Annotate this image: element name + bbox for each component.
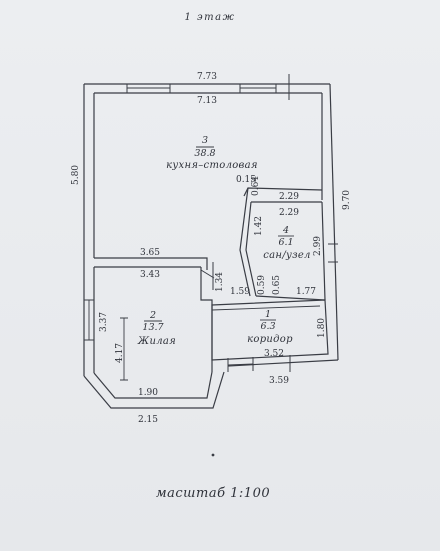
dim-corridor-outer: 3.59: [269, 376, 289, 386]
dim-small-065: 0.65: [272, 275, 282, 295]
dim-wc-right: 2.99: [313, 236, 323, 256]
dim-living-bottom-inner: 1.90: [138, 388, 158, 398]
bathroom-right-wall: [321, 201, 326, 301]
dim-living-left-outer: 3.37: [99, 312, 109, 332]
corridor-outline: [211, 299, 329, 361]
dim-small-059: 0.59: [257, 275, 267, 295]
dim-partition-134: 1.34: [215, 272, 225, 292]
door-pane: [227, 363, 254, 366]
room-1-number: 1: [265, 309, 271, 320]
room-2-area: 13.7: [142, 322, 164, 333]
corridor-inner-top: [211, 305, 321, 311]
dim-corridor-height: 1.80: [317, 318, 327, 338]
living-outer-bay: [83, 371, 225, 409]
dim-living-left-inner: 4.17: [115, 343, 125, 363]
dim-wc-top-inner: 2.29: [279, 208, 299, 218]
living-inner-bay: [93, 371, 213, 399]
room-1-name: коридор: [247, 334, 293, 345]
dim-left-height: 5.80: [71, 165, 81, 185]
right-outer-wall: [329, 83, 339, 361]
bathroom-walls: [239, 187, 338, 301]
room-4-name: сан/узел: [263, 250, 310, 261]
room-2-name: Жилая: [137, 336, 176, 347]
dim-inner-top: 7.13: [197, 96, 217, 106]
corridor-walls: [211, 299, 329, 372]
bathroom-left-inner: [245, 201, 257, 297]
room-4-area: 6.1: [278, 237, 293, 248]
dim-wc-left: 1.42: [254, 216, 264, 236]
room-4-number: 4: [282, 225, 289, 236]
dim-partition-159: 1.59: [230, 287, 250, 297]
dim-small-064: 0.64: [251, 176, 261, 196]
room-3-number: 3: [202, 135, 208, 146]
door-mark: [200, 269, 215, 279]
outer-walls: [83, 83, 339, 409]
dim-outer-top: 7.73: [197, 72, 217, 82]
dim-small-015: 0.15: [236, 175, 256, 185]
bathroom-bottom-wall: [255, 295, 326, 301]
room-3-area: 38.8: [194, 148, 215, 159]
dim-right-height: 9.70: [342, 190, 352, 210]
ink-dot: [211, 453, 215, 457]
room-1-area: 6.3: [260, 321, 275, 332]
living-right-wall: [200, 267, 213, 372]
dim-corridor-width: 3.52: [264, 349, 284, 359]
dim-living-bottom-outer: 2.15: [138, 415, 158, 425]
corridor-bottom-outer: [227, 359, 339, 367]
room-3-name: кухня–столовая: [166, 160, 258, 171]
bathroom-left-wall: [239, 187, 251, 297]
floor-title: 1 этаж: [185, 12, 236, 23]
dim-kitchen-bottom: 3.65: [140, 248, 160, 258]
bathroom-top-wall: [243, 187, 323, 197]
scale-caption: масштаб 1:100: [156, 486, 270, 501]
dim-wc-bottom: 1.77: [296, 287, 316, 297]
dim-living-top: 3.43: [140, 270, 160, 280]
kitchen-bottom-wall: [94, 257, 208, 270]
room-2-number: 2: [149, 310, 156, 321]
dim-wc-top-outer: 2.29: [279, 192, 299, 202]
top-windows: [126, 74, 290, 100]
